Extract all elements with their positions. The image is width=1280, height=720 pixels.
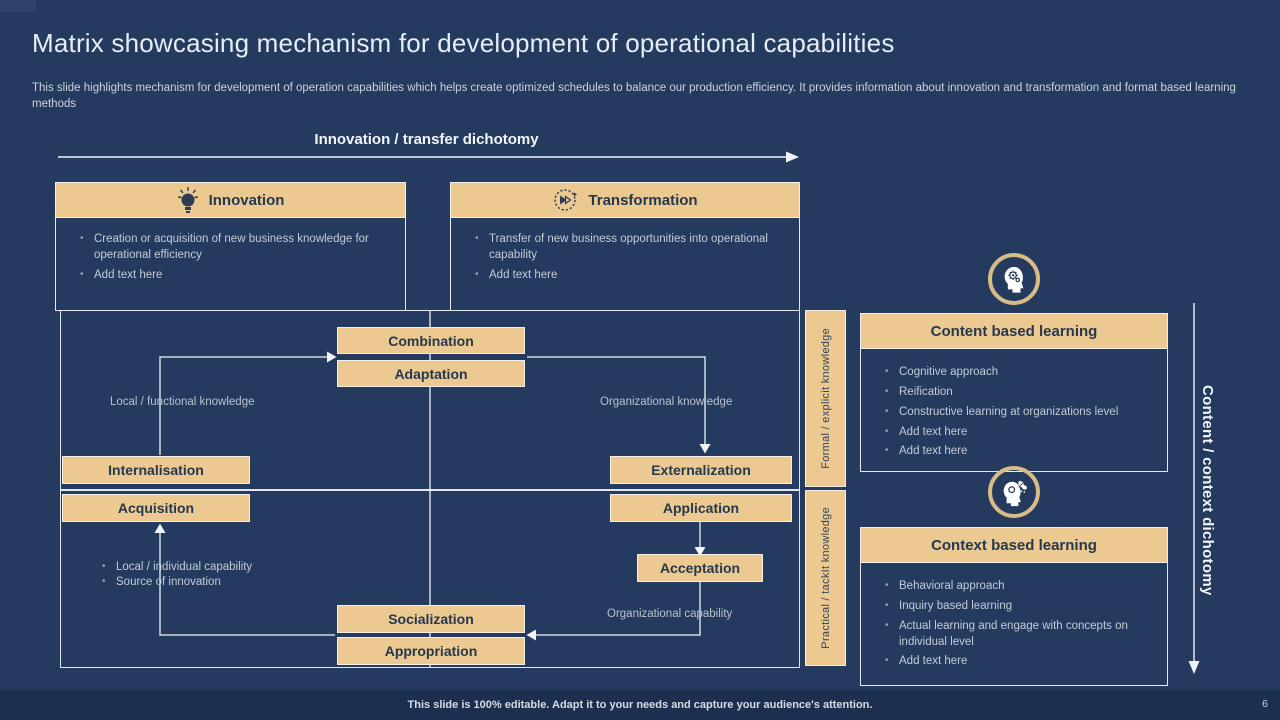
strip-formal-explicit-knowledge: Formal / explicit knowledge <box>805 310 846 487</box>
lightbulb-icon <box>177 186 199 214</box>
slide-subtitle: This slide highlights mechanism for deve… <box>32 82 1236 110</box>
matrix-node-appropriation: Appropriation <box>337 637 525 665</box>
bullet-item: Reification <box>883 385 1153 401</box>
matrix-node-application: Application <box>610 494 792 522</box>
bullet-item: Cognitive approach <box>883 365 1153 381</box>
bullet-item: Add text here <box>883 654 1153 670</box>
context-learning-bullet-list: Behavioral approach Inquiry based learni… <box>860 563 1168 686</box>
matrix-bottom-left-bullets: Local / individual capability Source of … <box>100 561 252 591</box>
matrix-node-internalisation: Internalisation <box>62 456 250 484</box>
strip-formal-label: Formal / explicit knowledge <box>819 328 832 469</box>
head-butterfly-icon <box>988 466 1040 518</box>
footer-bar: This slide is 100% editable. Adapt it to… <box>0 690 1280 720</box>
innovation-card-header: Innovation <box>55 182 406 218</box>
bullet-item: Local / individual capability <box>100 561 252 573</box>
bullet-item: Source of innovation <box>100 576 252 588</box>
context-learning-title: Context based learning <box>931 536 1097 554</box>
right-axis-label: Content / context dichotomy <box>1199 310 1216 670</box>
label-organizational-knowledge: Organizational knowledge <box>600 396 733 408</box>
content-learning-bullet-list: Cognitive approach Reification Construct… <box>860 349 1168 472</box>
matrix-node-socialization: Socialization <box>337 605 525 633</box>
content-based-learning-card: Content based learning Cognitive approac… <box>860 313 1168 472</box>
top-axis-label: Innovation / transfer dichotomy <box>314 131 539 148</box>
innovation-card-title: Innovation <box>208 191 285 209</box>
matrix-node-acquisition: Acquisition <box>62 494 250 522</box>
bullet-item: Inquiry based learning <box>883 599 1153 615</box>
innovation-card: Innovation Creation or acquisition of ne… <box>55 182 406 311</box>
corner-accent <box>0 0 36 12</box>
bullet-item: Add text here <box>883 425 1153 441</box>
bullet-item: Transfer of new business opportunities i… <box>473 232 785 264</box>
transformation-card-title: Transformation <box>588 191 698 209</box>
label-organizational-capability: Organizational capability <box>607 608 733 620</box>
innovation-bullet-list: Creation or acquisition of new business … <box>55 218 406 311</box>
page-number: 6 <box>1262 698 1268 710</box>
content-learning-header: Content based learning <box>860 313 1168 349</box>
matrix-node-acceptation: Acceptation <box>637 554 763 582</box>
strip-practical-tacit-knowledge: Practical / tackIt knowledge <box>805 490 846 666</box>
strip-practical-label: Practical / tackIt knowledge <box>819 507 832 649</box>
right-arrow-icon <box>58 151 799 163</box>
right-axis-label-text: Content / context dichotomy <box>1199 384 1216 596</box>
matrix-node-externalization: Externalization <box>610 456 792 484</box>
transformation-cycle-icon <box>552 187 578 213</box>
down-arrow-icon <box>1188 303 1200 674</box>
head-gears-icon <box>988 253 1040 305</box>
matrix-node-combination: Combination <box>337 327 525 354</box>
bullet-item: Add text here <box>473 268 785 284</box>
transformation-card: Transformation Transfer of new business … <box>450 182 800 311</box>
matrix-node-adaptation: Adaptation <box>337 360 525 387</box>
content-learning-title: Content based learning <box>930 322 1098 340</box>
bullet-item: Add text here <box>78 268 391 284</box>
transformation-bullet-list: Transfer of new business opportunities i… <box>450 218 800 311</box>
bullet-item: Behavioral approach <box>883 579 1153 595</box>
bullet-item: Add text here <box>883 444 1153 460</box>
footer-note: This slide is 100% editable. Adapt it to… <box>407 699 873 711</box>
label-local-functional-knowledge: Local / functional knowledge <box>110 396 255 408</box>
bullet-item: Actual learning and engage with concepts… <box>883 619 1153 651</box>
transformation-card-header: Transformation <box>450 182 800 218</box>
bullet-item: Creation or acquisition of new business … <box>78 232 391 264</box>
context-learning-header: Context based learning <box>860 527 1168 563</box>
page-title: Matrix showcasing mechanism for developm… <box>32 28 895 58</box>
context-based-learning-card: Context based learning Behavioral approa… <box>860 527 1168 686</box>
bullet-item: Constructive learning at organizations l… <box>883 405 1153 421</box>
